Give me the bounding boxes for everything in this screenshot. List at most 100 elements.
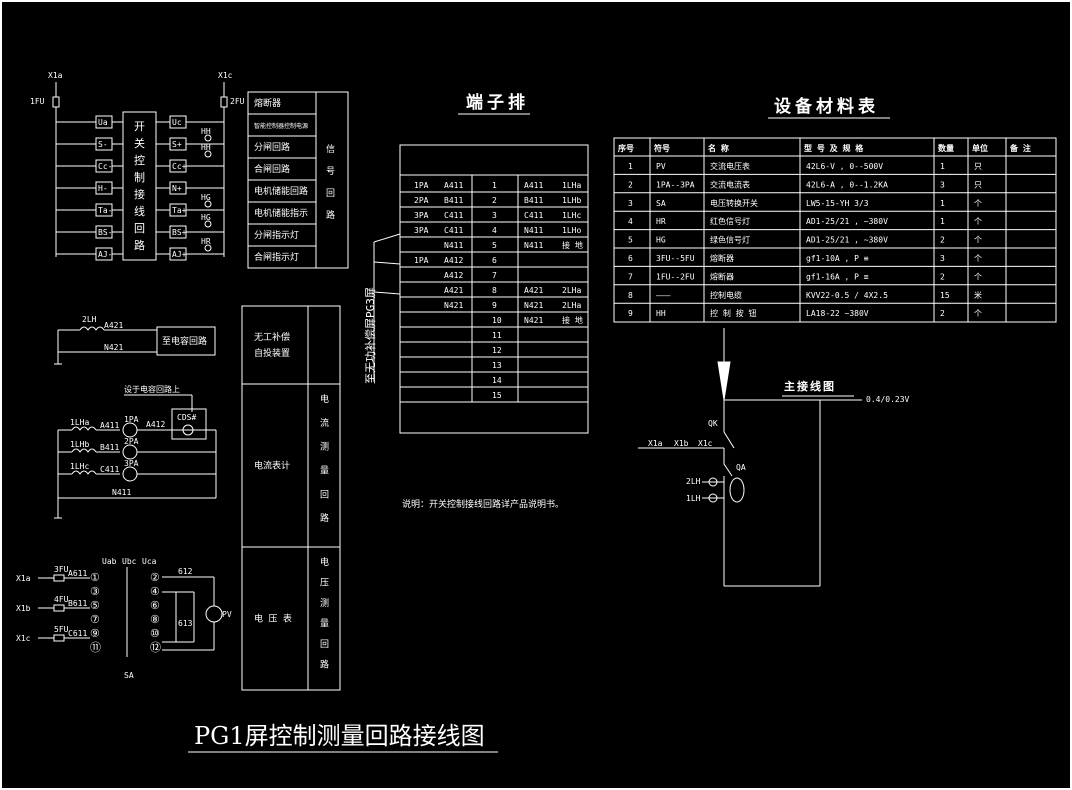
fuse-label: 4FU (54, 595, 69, 604)
switch-box-char: 线 (134, 204, 145, 218)
fuse-label: 3FU (54, 565, 69, 574)
terminal-cell: 2LHa (562, 286, 581, 295)
wire-label: C411 (100, 465, 119, 474)
ammeter-label: 1PA (124, 415, 139, 424)
materials-cell: 3 (628, 199, 633, 208)
materials-cell: 只 (974, 162, 982, 171)
switch-box-char: 开 (134, 120, 145, 133)
terminal-cell: A412 (444, 256, 463, 265)
materials-cell: 2 (940, 309, 945, 318)
switch-box-char: 回 (134, 222, 145, 235)
lamp-icon (204, 134, 212, 142)
function-row-label: 电 压 表 (254, 613, 292, 625)
materials-cell: 6 (628, 254, 633, 263)
lh2-label: 2LH (686, 477, 701, 486)
switch-box-char: 接 (134, 188, 145, 201)
main-voltage-label: 0.4/0.23V (866, 395, 910, 404)
sa-pin-left: ① (90, 571, 100, 584)
terminal-cell: 2LHa (562, 301, 581, 310)
main-wiring-title: 主接线图 (784, 379, 836, 393)
materials-cell: 2 (628, 180, 633, 189)
sw-left-label: Cc- (98, 162, 112, 171)
materials-cell: 3 (940, 180, 945, 189)
materials-cell: 2 (940, 272, 945, 281)
switch-control-box (122, 111, 157, 261)
terminal-cell: 1LHo (562, 226, 581, 235)
sw-right-label: AJ+ (172, 250, 187, 259)
terminal-cell: 2PA (414, 196, 429, 205)
sw-left-label: S- (98, 140, 108, 149)
terminal-cell: A421 (524, 286, 543, 295)
sa-pin-right: ④ (150, 585, 160, 598)
terminal-cell: 接 地 (562, 315, 583, 325)
function-side-char: 电 (320, 556, 329, 568)
terminal-number: 15 (492, 391, 502, 400)
lamp-icon (204, 220, 212, 228)
materials-cell: HG (656, 236, 666, 245)
materials-cell: 1 (940, 217, 945, 226)
main-wiring-diagram: 主接线图 0.4/0.23V QK X1a X1b X1c QA 2LH 1LH (638, 328, 910, 587)
function-side-char: 测 (320, 598, 329, 609)
materials-cell: 个 (974, 217, 982, 226)
terminal-cell: B411 (524, 196, 543, 205)
terminal-cell: B411 (444, 196, 463, 205)
materials-cell: 42L6-A , 0--1.2KA (806, 180, 888, 189)
uab-head: Uab (102, 557, 117, 566)
materials-cell: 1PA--3PA (656, 180, 695, 189)
voltage-input-label: X1c (16, 634, 31, 643)
fuse-icon (53, 634, 65, 642)
terminal-cell: A411 (524, 181, 543, 190)
sa-pin-left: ③ (90, 585, 100, 598)
materials-cell: 米 (974, 290, 982, 300)
terminal-number: 1 (492, 181, 497, 190)
pv-label: PV (222, 610, 232, 619)
ammeter-label: 3PA (124, 459, 139, 468)
sa-pin-left: ⑨ (90, 627, 100, 640)
lamp-icon (204, 244, 212, 252)
terminal-title: 端子排 (466, 92, 529, 113)
sa-pin-left: ⑤ (90, 599, 100, 612)
terminal-cell: A421 (444, 286, 463, 295)
materials-cell: 1 (940, 199, 945, 208)
terminal-cell: 1LHb (562, 196, 581, 205)
materials-header-cell: 名 称 (708, 143, 729, 153)
function-side-char: 量 (320, 466, 329, 477)
lh1-label: 1LH (686, 494, 701, 503)
signal-row-label: 熔断器 (254, 97, 281, 109)
voltage-wire-label: B611 (68, 599, 87, 608)
sa-pin-right: ⑧ (150, 613, 160, 626)
function-side-char: 回 (320, 489, 329, 500)
terminal-number: 13 (492, 361, 502, 370)
wire-n411-label: N411 (112, 488, 131, 497)
materials-cell: 8 (628, 291, 633, 300)
wire-612-label: 612 (178, 567, 193, 576)
terminal-cell: N421 (524, 316, 543, 325)
voltage-input-label: X1a (16, 574, 31, 583)
terminal-cell: 接 地 (562, 240, 583, 250)
function-side-char: 电 (320, 393, 329, 405)
materials-cell: 7 (628, 272, 633, 281)
phase-x1a: X1a (648, 439, 663, 448)
materials-cell: 交流电压表 (710, 161, 750, 171)
ct-coil (71, 448, 97, 453)
function-side-char: 测 (320, 442, 329, 453)
materials-cell: 个 (974, 254, 982, 263)
voltage-input-label: X1b (16, 604, 31, 613)
materials-cell: LA18-22 ~380V (806, 309, 869, 318)
materials-cell: 42L6-V , 0--500V (806, 162, 883, 171)
signal-row-label: 分闸回路 (254, 141, 290, 153)
materials-cell: 电压转换开关 (710, 198, 758, 208)
function-row-label: 无工补偿 (254, 331, 290, 343)
terminal-cell: C411 (444, 226, 463, 235)
ct-label: 1LHc (70, 462, 89, 471)
terminal-number: 10 (492, 316, 502, 325)
terminal-cell: 1PA (414, 181, 429, 190)
ammeter-icon (122, 422, 138, 438)
materials-cell: 5 (628, 236, 633, 245)
function-row-label: 电流表计 (254, 460, 290, 472)
terminal-number: 4 (492, 226, 497, 235)
signal-side-char: 回 (326, 188, 335, 199)
